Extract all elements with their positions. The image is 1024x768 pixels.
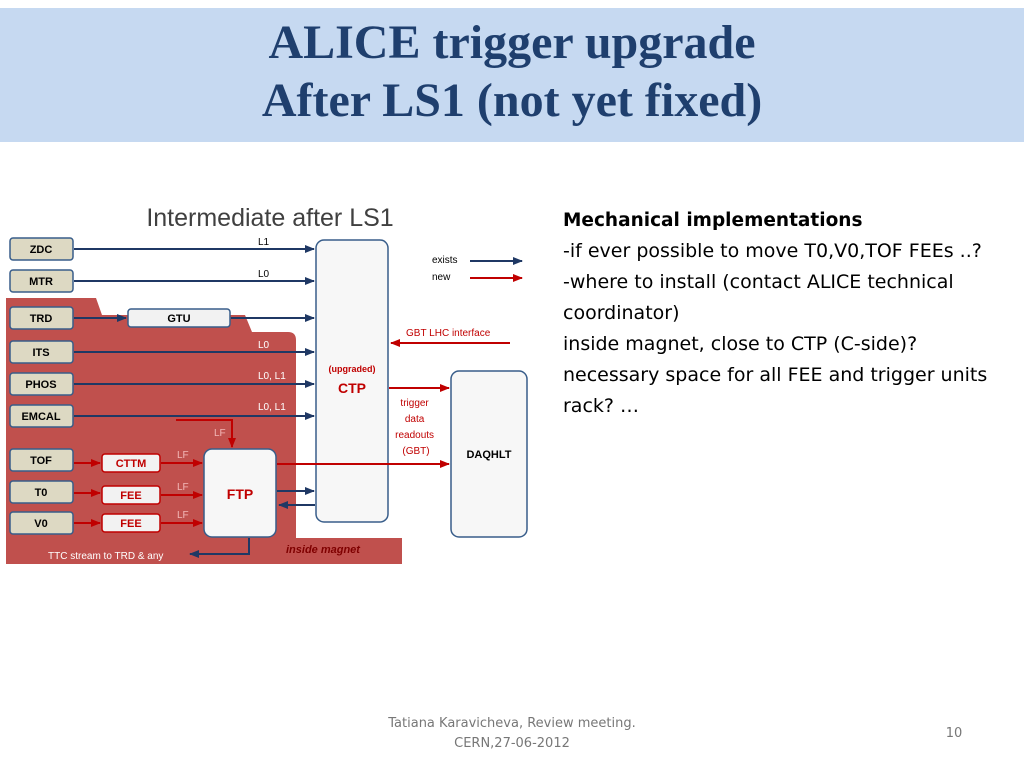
cttm-box [101,453,161,473]
detector-box-v0 [9,511,74,535]
ttc-stream-label: TTC stream to TRD & any [48,551,163,562]
detector-label-mtr: MTR [29,276,53,288]
fee-label-v0: FEE [120,518,141,530]
title-band [0,8,1024,142]
ftp-label: FTP [227,486,253,502]
detector-box-tof [9,448,74,472]
daqhlt-box [450,370,528,538]
daqhlt-label: DAQHLT [466,449,511,461]
link-label-emcal: L0, L1 [258,402,286,413]
slide-title: ALICE trigger upgrade After LS1 (not yet… [0,14,1024,130]
mechanical-line: coordinator) [563,302,680,324]
detector-label-zdc: ZDC [30,244,53,256]
slide-title-line2: After LS1 (not yet fixed) [261,74,763,127]
footer-author: Tatiana Karavicheva, Review meeting. CER… [362,714,662,754]
detector-box-mtr [9,269,74,293]
slide-title-line1: ALICE trigger upgrade [268,16,756,69]
trigger-line-2: data [405,414,425,425]
detector-label-tof: TOF [30,455,52,467]
link-label-mtr: L0 [258,269,270,280]
diagram-title: Intermediate after LS1 [146,204,393,232]
fee-label-t0: FEE [120,490,141,502]
link-lf-ftp [176,419,236,448]
legend-exists-label: exists [432,255,458,266]
detector-label-trd: TRD [30,313,53,325]
mechanical-heading: Mechanical implementations [563,210,863,231]
gtu-label: GTU [167,313,190,325]
detector-box-its [9,340,74,364]
mechanical-line: -if ever possible to move T0,V0,TOF FEEs… [563,240,982,262]
fee-box-v0 [101,513,161,533]
link-label-its: L0 [258,340,270,351]
trigger-diagram: Intermediate after LS1 (upgraded) CTP DA… [0,190,540,570]
trigger-line-4: (GBT) [402,446,429,457]
ftp-box [203,448,277,538]
fee-box-t0 [101,485,161,505]
cttm-label: CTTM [116,458,147,470]
detector-label-v0: V0 [34,518,47,530]
footer-line1: Tatiana Karavicheva, Review meeting. [388,716,636,731]
legend-new-label: new [432,272,451,283]
detector-label-t0: T0 [35,487,48,499]
inside-magnet-label: inside magnet [286,544,361,556]
detector-label-its: ITS [32,347,49,359]
link-label-phos: L0, L1 [258,371,286,382]
link-label-lf-top: LF [214,428,226,439]
footer-line2: CERN,27-06-2012 [454,736,570,751]
mechanical-line: -where to install (contact ALICE technic… [563,271,954,293]
ctp-upgraded-label: (upgraded) [329,364,376,374]
ctp-box [315,239,389,523]
gtu-box [127,308,231,328]
mechanical-line: inside magnet, close to CTP (C-side)? [563,333,918,355]
trigger-line-1: trigger [400,398,429,409]
detector-box-zdc [9,237,74,261]
detector-box-trd [9,306,74,330]
trigger-readouts-label: trigger data readouts (GBT) [395,398,437,457]
link-label-trd: L1 [258,306,270,317]
detector-box-phos [9,372,74,396]
page-number: 10 [945,726,963,741]
diagram-svg: Intermediate after LS1 (upgraded) CTP DA… [6,204,528,564]
detector-box-emcal [9,404,74,428]
mechanical-line: rack? … [563,395,640,417]
detector-box-t0 [9,480,74,504]
mechanical-implementations: Mechanical implementations -if ever poss… [563,205,1023,422]
mechanical-line: necessary space for all FEE and trigger … [563,364,988,386]
detector-label-phos: PHOS [25,379,56,391]
ctp-label: CTP [338,380,366,396]
link-label-zdc: L1 [258,237,270,248]
link-label-lf-v0: LF [177,510,189,521]
link-label-lf-t0: LF [177,482,189,493]
link-label-lf-tof: LF [177,450,189,461]
gbt-lhc-label: GBT LHC interface [406,328,491,339]
trigger-line-3: readouts [395,430,434,441]
link-ttc-stream [189,538,250,558]
detector-label-emcal: EMCAL [21,411,60,423]
